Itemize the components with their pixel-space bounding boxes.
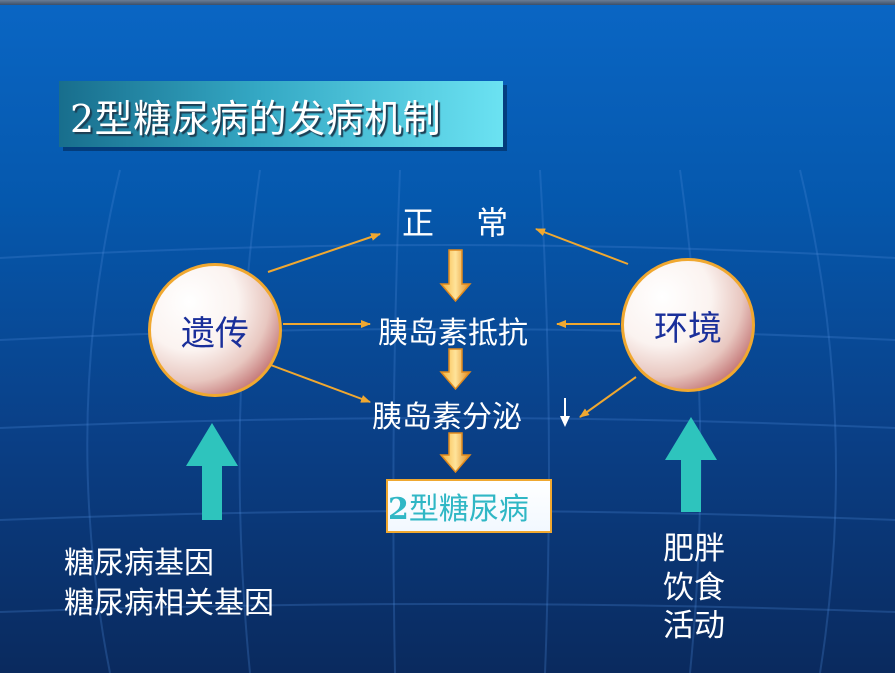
node-type2-diabetes: 2型糖尿病 [388,484,529,528]
teal-up-arrow-genetic [186,423,238,520]
teal-up-arrow-environment [665,417,717,512]
t2dm-box [386,479,552,533]
arrow-genetic-to-normal [267,233,381,273]
arrow-env-to-normal [535,228,629,265]
arrow-resistance-to-secretion [439,348,472,391]
arrow-genetic-to-secretion [267,363,371,403]
slide-title: 2型糖尿病的发病机制 [70,97,442,141]
environmental-factor-item: 饮食 [663,570,725,606]
genetic-factor-item: 糖尿病基因 [64,546,214,581]
node-normal: 正 常 [402,204,509,242]
node-insulin-resistance: 胰岛素抵抗 [378,316,528,351]
t2dm-number: 2 [388,492,409,527]
arrow-env-to-secretion [579,376,637,418]
title-banner [59,81,503,147]
arrow-normal-to-resistance [439,249,472,303]
genetic-factor-label: 遗传 [181,313,249,354]
node-insulin-secretion: 胰岛素分泌 [372,400,522,435]
genetic-factor-item: 糖尿病相关基因 [64,586,274,621]
t2dm-text: 型糖尿病 [408,492,529,527]
decrease-arrow-icon [560,398,570,427]
window-top-edge [0,0,895,5]
environmental-factor-item: 活动 [663,608,725,644]
genetic-factor-circle: 遗传 [148,263,282,397]
environmental-factor-item: 肥胖 [663,531,725,567]
arrow-secretion-to-t2dm [439,432,472,474]
environment-factor-circle: 环境 [621,258,755,392]
environment-factor-label: 环境 [654,308,722,349]
